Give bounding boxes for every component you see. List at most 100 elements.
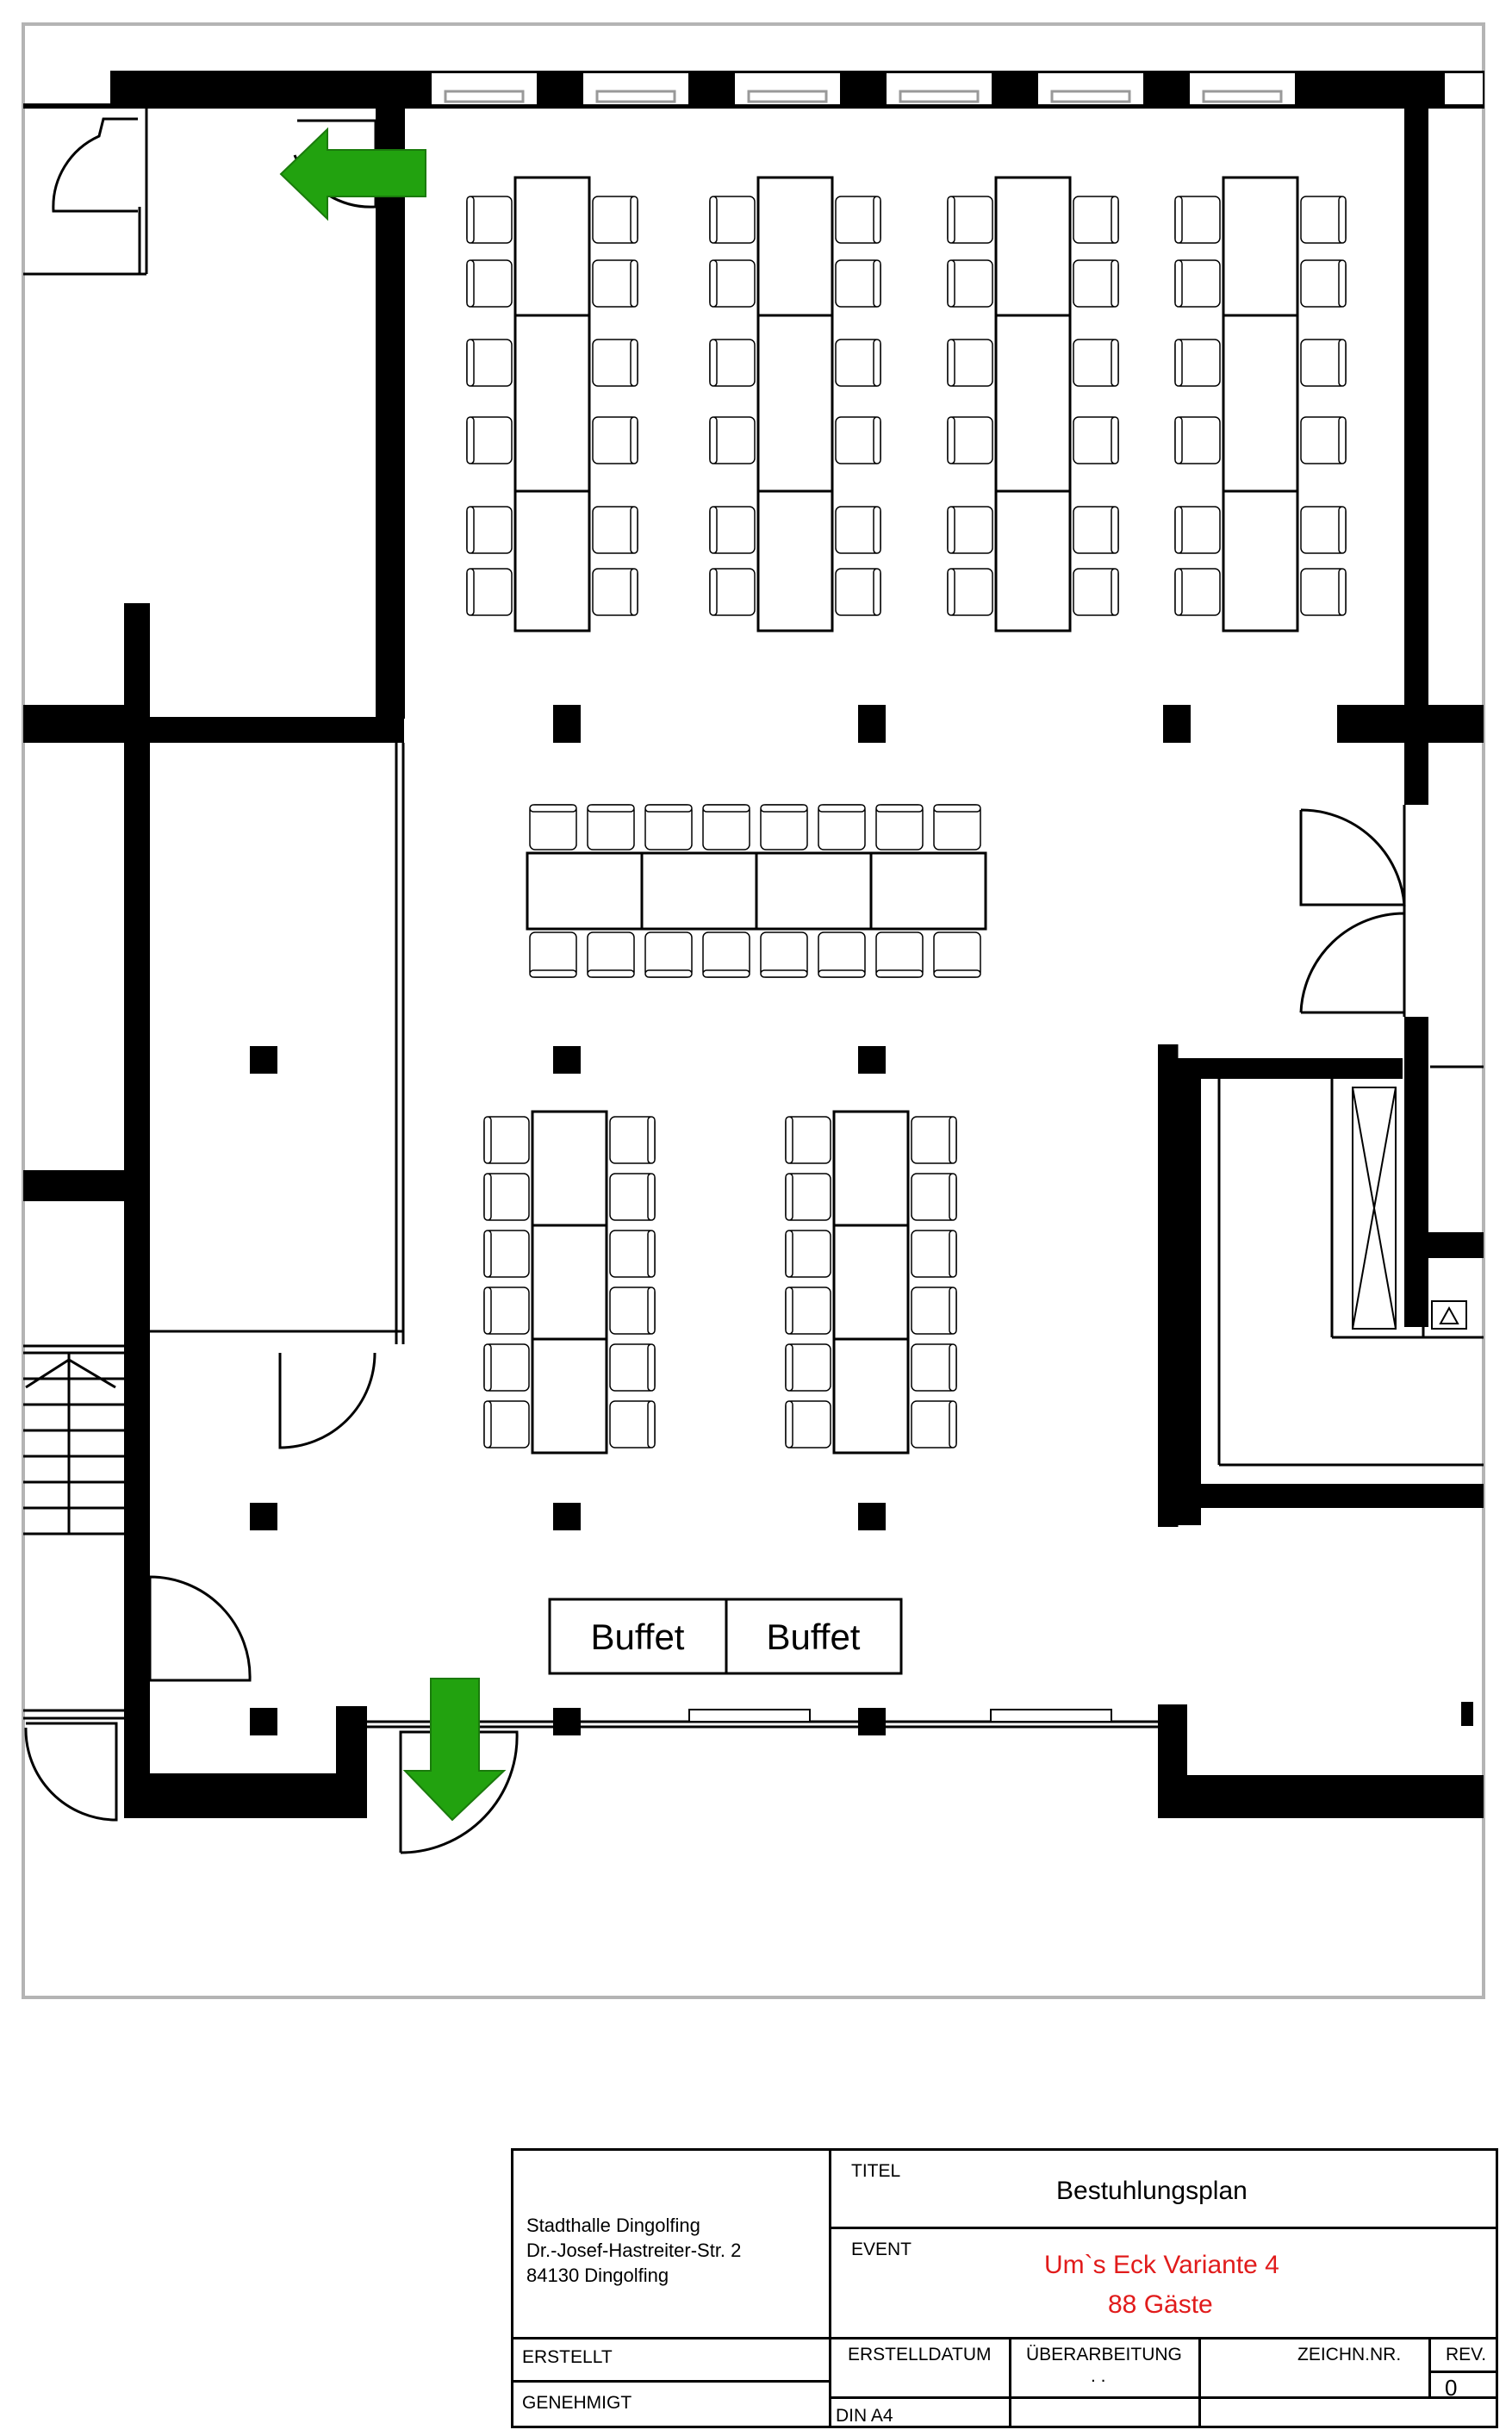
chair [911, 1343, 957, 1392]
chair [709, 196, 756, 244]
chair [466, 196, 513, 244]
table-segment [531, 1337, 608, 1455]
chair [592, 259, 638, 308]
chair [529, 804, 577, 850]
chair [529, 931, 577, 978]
bottom-windows [688, 1709, 1112, 1723]
table-segment [513, 314, 591, 493]
chair [1174, 506, 1221, 554]
chair [1073, 568, 1119, 616]
chair [1073, 506, 1119, 554]
chair [1174, 416, 1221, 464]
chair [483, 1343, 530, 1392]
table-segment [869, 851, 987, 931]
chair [835, 416, 881, 464]
chair [709, 259, 756, 308]
chair [911, 1230, 957, 1278]
address-line-2: Dr.-Josef-Hastreiter-Str. 2 [526, 2240, 742, 2261]
table-segment [832, 1110, 910, 1227]
chair [587, 931, 635, 978]
chair [466, 568, 513, 616]
table-segment [531, 1224, 608, 1341]
table-segment [994, 314, 1072, 493]
top-wall [23, 71, 1484, 109]
chair [702, 804, 750, 850]
chair [1300, 506, 1347, 554]
chair [947, 259, 993, 308]
buffet-tables: Buffet Buffet [548, 1598, 903, 1675]
chair [709, 416, 756, 464]
table-segment [832, 1224, 910, 1341]
chair [818, 804, 866, 850]
table-segment [526, 851, 644, 931]
chair [835, 196, 881, 244]
table-segment [756, 176, 834, 317]
plan-frame [22, 22, 1485, 1999]
chair [875, 931, 924, 978]
address-line-1: Stadthalle Dingolfing [526, 2215, 700, 2236]
chair [947, 506, 993, 554]
event-line-2: 88 Gäste [1108, 2290, 1213, 2319]
chair [1073, 416, 1119, 464]
chair [1174, 339, 1221, 387]
table-segment [756, 314, 834, 493]
chair [785, 1230, 831, 1278]
event-line-1: Um`s Eck Variante 4 [1044, 2251, 1279, 2279]
table-segment [994, 489, 1072, 632]
table-segment [1222, 314, 1299, 493]
chair [785, 1343, 831, 1392]
chair [592, 196, 638, 244]
chair [483, 1230, 530, 1278]
rev-label: REV. [1446, 2345, 1487, 2364]
staircase [23, 1351, 124, 1536]
table-segment [640, 851, 758, 931]
exit-arrow-left-icon [279, 127, 426, 221]
rev-value: 0 [1445, 2375, 1458, 2401]
table-segment [832, 1337, 910, 1455]
format-label: DIN A4 [836, 2406, 893, 2426]
chair [947, 416, 993, 464]
ueberarbeitung-value: . . [1091, 2366, 1106, 2386]
chair [835, 339, 881, 387]
chair [933, 931, 981, 978]
chair [592, 506, 638, 554]
chair [785, 1116, 831, 1164]
chair [1300, 568, 1347, 616]
chair [1174, 568, 1221, 616]
chair [609, 1173, 656, 1221]
chair [592, 416, 638, 464]
chair [609, 1287, 656, 1335]
pillars [250, 705, 1191, 1735]
chair [466, 259, 513, 308]
chair [1300, 196, 1347, 244]
table-segment [756, 489, 834, 632]
chair [835, 259, 881, 308]
chair [466, 339, 513, 387]
exit-arrow-down-icon [402, 1678, 507, 1822]
chair [644, 931, 693, 978]
titel-label: TITEL [851, 2161, 901, 2181]
chair [835, 568, 881, 616]
table-segment [531, 1110, 608, 1227]
erstelldatum-label: ERSTELLDATUM [848, 2345, 992, 2364]
event-label: EVENT [851, 2240, 912, 2259]
chair [466, 416, 513, 464]
chair [483, 1400, 530, 1449]
table-segment [1222, 176, 1299, 317]
title-block: Stadthalle Dingolfing Dr.-Josef-Hastreit… [511, 2148, 1498, 2428]
lift-shaft [1352, 1087, 1467, 1330]
chair [709, 568, 756, 616]
table-segment [1222, 489, 1299, 632]
chair [947, 339, 993, 387]
plan-title: Bestuhlungsplan [1056, 2177, 1248, 2205]
chair [947, 568, 993, 616]
table-segment [755, 851, 873, 931]
table-segment [513, 176, 591, 317]
chair [1300, 259, 1347, 308]
chair [1073, 196, 1119, 244]
chair [760, 931, 808, 978]
seating-layout [466, 176, 1347, 1455]
buffet-label-1: Buffet [591, 1617, 685, 1657]
chair [785, 1287, 831, 1335]
chair [609, 1400, 656, 1449]
